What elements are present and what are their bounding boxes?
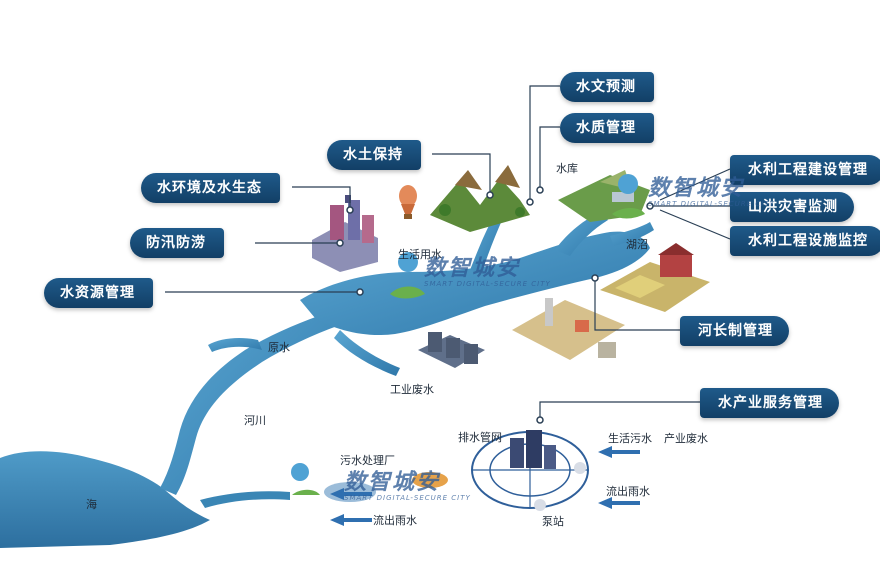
tag-project-construction[interactable]: 水利工程建设管理	[730, 155, 880, 185]
arrow-rain-out-left	[330, 514, 372, 526]
town-scene	[512, 298, 625, 360]
arrow-domestic-sewage	[598, 446, 640, 458]
watermark-right: 数智城安 SMART DIGITAL-SECURE CITY	[648, 170, 775, 208]
label-raw-water: 原水	[268, 341, 290, 354]
river-system	[160, 212, 654, 495]
label-drain-network: 排水管网	[458, 431, 502, 444]
connector-dots	[336, 186, 654, 424]
sea-shape	[0, 451, 210, 548]
arrow-sewage-outflow	[330, 488, 372, 500]
outflow-stream	[200, 491, 290, 508]
tag-facility-monitoring[interactable]: 水利工程设施监控	[730, 226, 880, 256]
watermark-bottom-en: SMART DIGITAL-SECURE CITY	[344, 494, 471, 502]
industrial-plant	[418, 332, 485, 368]
watermark-right-en: SMART DIGITAL-SECURE CITY	[648, 200, 775, 208]
watermark-center: 数智城安 SMART DIGITAL-SECURE CITY	[424, 250, 551, 288]
soil-conservation-hills	[430, 165, 530, 232]
tag-water-industry[interactable]: 水产业服务管理	[700, 388, 839, 418]
label-rain-out-left: 流出雨水	[373, 514, 417, 527]
label-sea: 海	[86, 498, 97, 511]
watermark-center-en: SMART DIGITAL-SECURE CITY	[424, 280, 551, 288]
tag-water-quality[interactable]: 水质管理	[560, 113, 654, 143]
label-lake: 湖沼	[626, 238, 648, 251]
tag-flood-control[interactable]: 防汛防涝	[130, 228, 224, 258]
label-rain-out-right: 流出雨水	[606, 485, 650, 498]
drain-network-disk	[471, 430, 589, 511]
watermark-right-cn: 数智城安	[648, 176, 745, 201]
label-sewage-plant: 污水处理厂	[340, 454, 395, 467]
city-buildings-left	[312, 195, 378, 272]
tag-soil-conservation[interactable]: 水土保持	[327, 140, 421, 170]
watermark-center-cn: 数智城安	[424, 256, 521, 281]
farm-scene	[600, 243, 710, 312]
connector-lines	[165, 85, 731, 420]
tag-water-resources[interactable]: 水资源管理	[44, 278, 153, 308]
hot-air-balloon	[399, 185, 417, 219]
arrow-rain-out-right	[598, 497, 640, 509]
tag-water-environment[interactable]: 水环境及水生态	[141, 173, 280, 203]
label-domestic-sewage: 生活污水	[608, 432, 652, 445]
tag-river-chief[interactable]: 河长制管理	[680, 316, 789, 346]
green-water-logo	[390, 174, 645, 299]
watermark-bottom-cn: 数智城安	[344, 470, 441, 495]
label-industrial-waste: 工业废水	[390, 383, 434, 396]
watermark-bottom: 数智城安 SMART DIGITAL-SECURE CITY	[344, 464, 471, 502]
label-reservoir: 水库	[556, 162, 578, 175]
tag-water-forecast[interactable]: 水文预测	[560, 72, 654, 102]
label-pump-station: 泵站	[542, 515, 564, 528]
tag-mountain-flood[interactable]: 山洪灾害监测	[730, 192, 854, 222]
label-domestic-water: 生活用水	[398, 248, 442, 261]
label-industrial-wastewater: 产业废水	[664, 432, 708, 445]
label-river: 河川	[244, 414, 266, 427]
